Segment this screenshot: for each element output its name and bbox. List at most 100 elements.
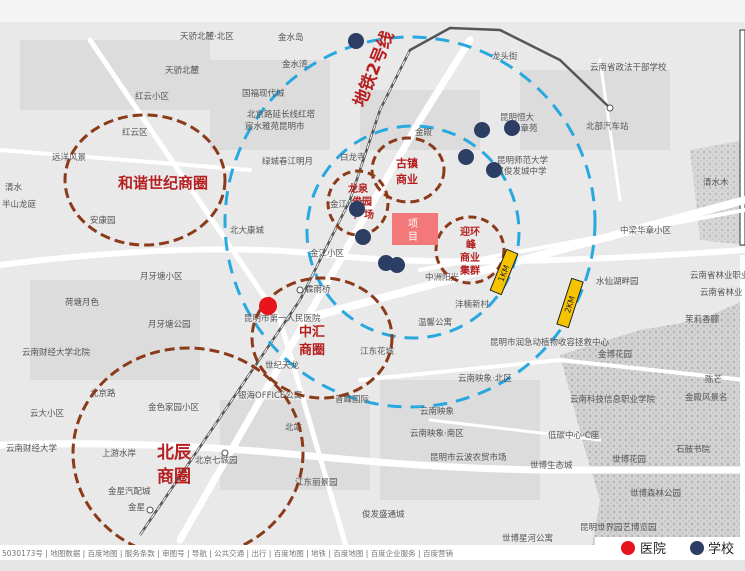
school-marker xyxy=(458,149,474,165)
zone-ring-longquan xyxy=(326,169,390,237)
place-label: 北大康城 xyxy=(230,225,265,236)
place-label: 天骄北麓·北区 xyxy=(180,31,234,42)
legend-hospital-icon xyxy=(621,541,635,555)
school-markers xyxy=(348,33,520,273)
place-label: 中梁华章小区 xyxy=(620,225,672,236)
place-label: 云南省林业职业技术学院 xyxy=(690,270,745,281)
zone-label-lianmeng-2: 峰 xyxy=(466,238,477,251)
place-label: 云大小区 xyxy=(30,408,65,419)
place-label: 华章苑 xyxy=(512,123,538,134)
top-white-strip xyxy=(0,0,745,22)
place-label: 昆明师范大学 xyxy=(497,155,549,166)
legend: 医院 学校 xyxy=(595,537,745,559)
place-label: 昆明市润急动植物收容拯救中心 xyxy=(490,337,610,348)
place-label: 昆明世界园艺博览园 xyxy=(580,522,657,533)
top-right-blank xyxy=(739,29,745,246)
place-label: 金殿 xyxy=(415,127,433,138)
zone-label-longquan-1: 龙泉 xyxy=(347,182,369,195)
place-label: 金江小区 xyxy=(310,248,345,259)
place-label: 低碳中心·C座 xyxy=(548,430,600,441)
place-label: 金江小区 xyxy=(330,199,365,210)
place-label: 北京路 xyxy=(90,388,116,399)
place-label: 附属俊发城中学 xyxy=(487,166,547,177)
place-label: 云南映象 xyxy=(420,406,455,417)
place-label: 国福现代城 xyxy=(242,88,285,99)
city-blocks xyxy=(20,40,670,500)
place-label: 龙头街 xyxy=(492,51,518,62)
place-label: 云南财经大学北院 xyxy=(22,347,91,358)
zone-label-lianmeng-1: 迎环 xyxy=(460,225,480,238)
distance-tag-2km: 2KM xyxy=(556,277,584,329)
place-label: 世博生态城 xyxy=(530,460,573,471)
place-label: 江东花城 xyxy=(360,346,395,357)
place-label: 金博花园 xyxy=(598,349,632,360)
place-label: 云南省政法干部学校 xyxy=(590,62,667,73)
place-label: 茉莉香郦 xyxy=(685,314,720,325)
zone-ring-lianmeng xyxy=(434,215,506,285)
place-label: 绿城春江明月 xyxy=(262,156,313,167)
project-marker[interactable]: 项 目 xyxy=(392,213,438,245)
zone-label-guzhen-1: 古镇 xyxy=(396,156,418,170)
zone-label-zhonghui-1: 中汇 xyxy=(299,324,325,340)
bottom-copyright: 5030173号 | 地图数据 | 百度地图 | 服务条款 | 审图号 | 导航… xyxy=(2,548,453,558)
place-label: 昆明市云波农贸市场 xyxy=(430,452,507,463)
place-label: 半山龙庭 xyxy=(2,199,37,210)
place-label: 银海OFFICE公寓 xyxy=(238,390,302,401)
school-marker xyxy=(474,122,490,138)
place-label: 温馨公寓 xyxy=(418,317,452,328)
place-label: 世博星河公寓 xyxy=(502,533,553,544)
project-label-2: 目 xyxy=(408,232,418,243)
project-label-1: 项 xyxy=(408,218,418,230)
place-label: 昆明恒大 xyxy=(500,112,535,123)
place-label: 宸水雅苑昆明市 xyxy=(245,121,305,132)
legend-school-label: 学校 xyxy=(708,541,734,557)
place-label: 俊发盛通城 xyxy=(362,509,405,520)
distance-tag-1km: 1KM xyxy=(489,248,519,296)
zone-label-lianmeng-4: 集群 xyxy=(459,264,480,277)
school-marker xyxy=(348,33,364,49)
metro-stations xyxy=(146,104,614,514)
zone-label-beichen-1: 北辰 xyxy=(157,443,192,463)
place-label: 金水湾 xyxy=(282,59,308,70)
place-label: 荷塘月色 xyxy=(65,297,100,308)
roads xyxy=(0,36,745,563)
place-label: 金色家园小区 xyxy=(148,402,200,413)
place-label: 云南科技信息职业学院 xyxy=(570,394,656,405)
place-label: 世纪天龙 xyxy=(265,360,300,371)
bottom-gray-band xyxy=(0,560,745,571)
zone-ring-hexie xyxy=(63,113,227,247)
place-labels: 天骄北麓·北区 天骄北麓 金水湾 国福现代城 红云小区 红云区 远洋风景 金水岛… xyxy=(2,31,745,544)
place-label: 江东丽景园 xyxy=(295,477,338,488)
school-marker xyxy=(355,229,371,245)
place-label: 金星 xyxy=(128,502,145,513)
school-marker xyxy=(504,120,520,136)
legend-school-icon xyxy=(690,541,704,555)
legend-hospital-label: 医院 xyxy=(640,542,666,557)
place-label: 普峰国际 xyxy=(335,394,370,405)
place-label: 云南省林业 xyxy=(700,287,743,298)
place-label: 天骄北麓 xyxy=(165,65,200,76)
place-label: 世博森林公园 xyxy=(630,488,681,499)
place-label: 清水木 xyxy=(703,177,729,188)
place-label: 霖雨桥 xyxy=(305,284,331,295)
place-label: 金星汽配城 xyxy=(108,486,151,497)
hospital-marker xyxy=(259,297,277,315)
place-label: 远洋风景 xyxy=(52,152,86,163)
place-label: 北部汽车站 xyxy=(586,121,629,132)
place-label: 金水岛 xyxy=(278,32,304,43)
place-label: 金殿风景名 xyxy=(685,392,728,403)
place-label: 月牙塘小区 xyxy=(140,271,183,282)
place-label: 云南财经大学 xyxy=(6,443,58,454)
zone-label-zhonghui-2: 商圈 xyxy=(299,342,325,358)
zone-ring-zhonghui xyxy=(250,276,394,400)
place-label: 北京路延长线红塔 xyxy=(247,109,316,120)
zone-label-hexie: 和谐世纪商圈 xyxy=(118,174,208,192)
zone-label-lianmeng-3: 商业 xyxy=(460,251,480,264)
metro-line-2-highlight xyxy=(139,49,411,536)
zone-ring-guzhen xyxy=(370,136,446,204)
zone-label-guzhen-2: 商业 xyxy=(396,172,418,186)
right-panel xyxy=(740,255,745,555)
place-label: 白龙寺 xyxy=(340,152,366,163)
place-label: 世博花园 xyxy=(612,454,646,465)
